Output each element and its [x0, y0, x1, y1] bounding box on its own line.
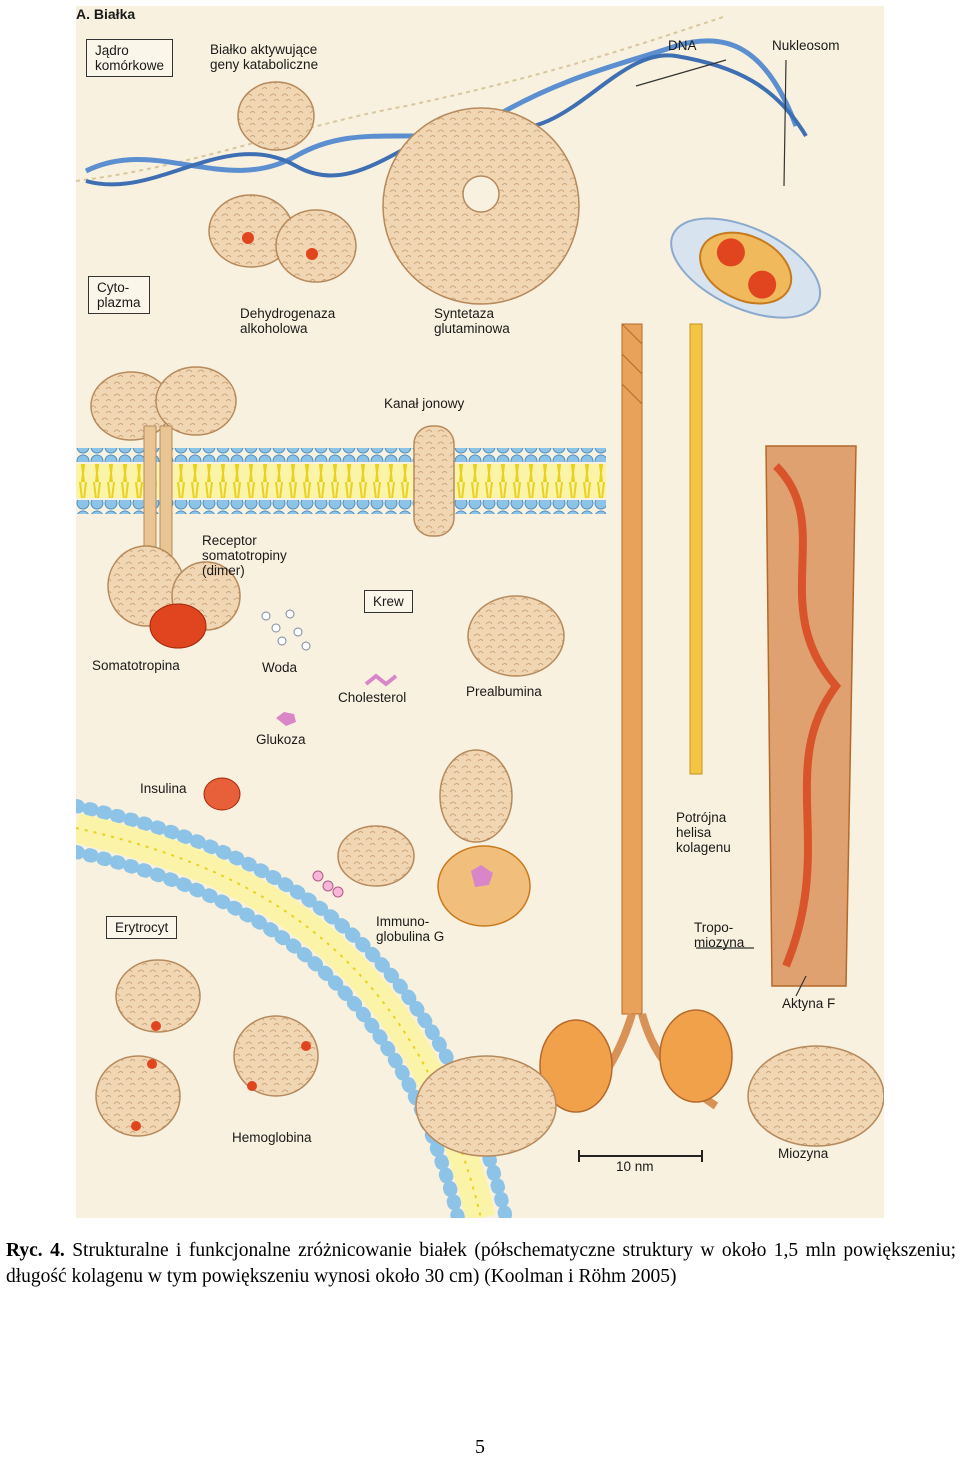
cholesterol-shape	[364, 673, 398, 687]
label-prealbumin: Prealbumina	[466, 684, 542, 699]
label-nucleus: Jądro komórkowe	[86, 39, 174, 77]
label-immunoglobulin-g: Immuno- globulina G	[376, 914, 445, 944]
collagen-shape	[621, 323, 703, 1015]
ion-channel-shape	[413, 425, 455, 537]
glutamine-synthetase-shape	[382, 107, 580, 305]
receptor-shape	[90, 366, 241, 649]
activator-protein-shape	[237, 81, 315, 151]
label-cytoplasm: Cyto- plazma	[88, 276, 150, 314]
label-ion-channel: Kanał jonowy	[384, 396, 465, 411]
scale-bar	[578, 1150, 703, 1162]
page-number: 5	[475, 1436, 485, 1458]
label-actin-f: Aktyna F	[782, 996, 836, 1011]
label-blood: Krew	[364, 590, 413, 613]
pointer-lines	[635, 59, 807, 997]
label-insulin: Insulina	[140, 781, 187, 796]
water-shape	[261, 609, 311, 651]
insulin-shape	[203, 777, 241, 811]
label-glutamine-synthetase: Syntetaza glutaminowa	[434, 306, 510, 336]
hemoglobin-shape	[95, 959, 319, 1137]
caption-text: Strukturalne i funkcjonalne zróżnicowani…	[6, 1240, 957, 1287]
label-erythrocyte: Erytrocyt	[106, 916, 178, 939]
label-dna: DNA	[668, 38, 697, 53]
label-nucleosome: Nukleosom	[772, 38, 840, 53]
label-cholesterol: Cholesterol	[338, 690, 407, 705]
label-collagen: Potrójna helisa kolagenu	[676, 810, 731, 855]
nuclear-envelope	[76, 15, 727, 182]
label-scale: 10 nm	[616, 1159, 654, 1174]
label-somatotropin: Somatotropina	[92, 658, 180, 673]
nucleosome-shape	[670, 217, 822, 319]
label-water: Woda	[262, 660, 298, 675]
label-tropomyosin: Tropo- miozyna	[694, 920, 745, 950]
igg-shape	[312, 749, 531, 927]
glucose-shape	[276, 712, 296, 726]
label-myosin: Miozyna	[778, 1146, 829, 1161]
protein-illustration	[76, 15, 884, 1218]
label-receptor: Receptor somatotropiny (dimer)	[202, 533, 287, 578]
caption-label: Ryc. 4.	[6, 1240, 65, 1261]
adh-shape	[208, 194, 357, 283]
figure-caption: Ryc. 4. Strukturalne i funkcjonalne zróż…	[6, 1238, 956, 1290]
protein-figure: A. Białka Jądro komórkowe Białko aktywuj…	[76, 6, 884, 1218]
prealbumin-shape	[467, 595, 565, 677]
section-title: A. Białka	[76, 6, 142, 22]
label-alcohol-dehydrogenase: Dehydrogenaza alkoholowa	[240, 306, 336, 336]
label-glucose: Glukoza	[256, 732, 306, 747]
myosin-shape	[415, 1009, 884, 1157]
actin-shape	[765, 445, 857, 987]
label-hemoglobin: Hemoglobina	[232, 1130, 312, 1145]
label-activator-protein: Białko aktywujące geny kataboliczne	[210, 42, 319, 72]
